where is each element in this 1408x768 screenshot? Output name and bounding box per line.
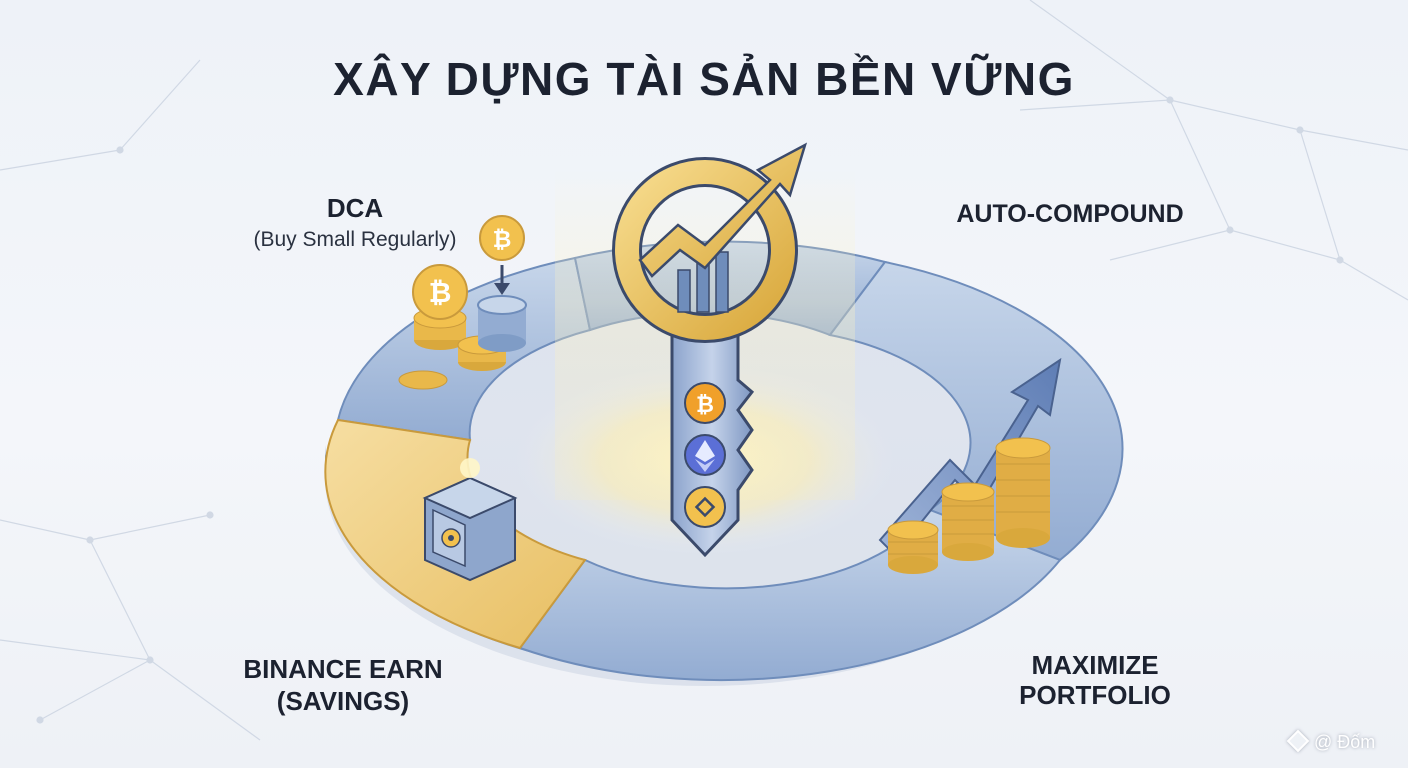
bitcoin-icon: ₿ <box>684 382 726 424</box>
bitcoin-icon: ₿ <box>479 215 525 261</box>
bnb-icon <box>684 486 726 528</box>
page-title: XÂY DỰNG TÀI SẢN BỀN VỮNG <box>333 53 1075 105</box>
safe-vault-icon <box>422 458 518 582</box>
coin-stack-icon <box>477 295 527 352</box>
svg-text:₿: ₿ <box>696 393 714 418</box>
label-binance-earn: BINANCE EARN (SAVINGS) <box>228 653 458 717</box>
label-dca: DCA (Buy Small Regularly) <box>210 193 500 252</box>
label-binance-earn-line2: (SAVINGS) <box>276 686 410 716</box>
ethereum-icon <box>684 434 726 476</box>
label-maximize-portfolio: MAXIMIZE PORTFOLIO <box>1000 650 1190 710</box>
label-auto-compound: AUTO-COMPOUND <box>956 200 1184 228</box>
label-maximize-line2: PORTFOLIO <box>1019 680 1171 710</box>
diamond-logo-icon <box>1286 729 1310 753</box>
bitcoin-icon: ₿ <box>412 264 468 320</box>
label-binance-earn-line1: BINANCE EARN <box>243 654 443 684</box>
label-maximize-line1: MAXIMIZE <box>1031 650 1159 680</box>
watermark-text: @ Đốm <box>1314 732 1376 752</box>
background-network <box>0 0 1408 741</box>
watermark: @ Đốm <box>1286 729 1376 753</box>
label-dca-title: DCA <box>326 193 384 223</box>
label-dca-subtitle: (Buy Small Regularly) <box>253 228 457 251</box>
coin-stack-icon <box>887 437 1051 574</box>
arrow-down-icon <box>494 265 510 295</box>
dca-coins: ₿ ₿ <box>398 215 527 390</box>
svg-text:₿: ₿ <box>429 276 452 309</box>
svg-text:₿: ₿ <box>493 227 512 253</box>
